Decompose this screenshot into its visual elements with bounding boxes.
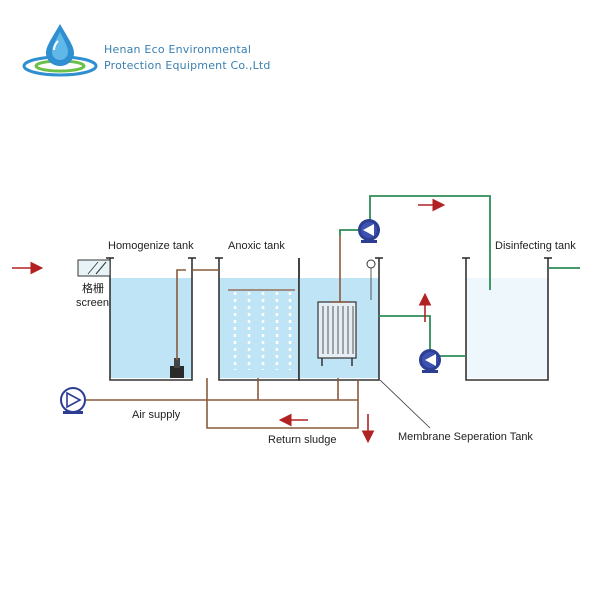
anoxic-tank — [215, 257, 300, 381]
company-name: Henan Eco Environmental Protection Equip… — [104, 42, 271, 74]
flow-arrows — [12, 198, 446, 444]
lift-pump-icon — [170, 358, 184, 378]
disinfecting-tank — [462, 257, 552, 381]
anoxic-tank-label: Anoxic tank — [228, 240, 285, 252]
disinfecting-tank-label: Disinfecting tank — [495, 240, 576, 252]
membrane-tank-label: Membrane Seperation Tank — [398, 431, 533, 443]
screen-cn-label: 格栅 — [82, 281, 104, 295]
brown-pipes — [86, 236, 359, 429]
air-blower-icon — [60, 387, 86, 414]
water-drop-logo-icon — [22, 24, 98, 77]
screen — [77, 259, 111, 277]
effluent-pump-icon — [419, 349, 441, 373]
membrane-tank — [298, 257, 383, 381]
homogenize-tank — [106, 257, 196, 381]
company-name-line1: Henan Eco Environmental — [104, 43, 252, 56]
company-name-line2: Protection Equipment Co.,Ltd — [104, 59, 271, 72]
mixer-diffusers-icon — [228, 289, 295, 370]
membrane-module-icon — [317, 301, 357, 366]
return-sludge-label: Return sludge — [268, 434, 337, 446]
screen-en-label: screen — [76, 297, 109, 309]
level-sensor-icon — [366, 259, 376, 300]
homogenize-tank-label: Homogenize tank — [108, 240, 194, 252]
permeate-pump-icon — [358, 219, 380, 243]
air-supply-label: Air supply — [132, 409, 181, 421]
membrane-label-leader — [379, 379, 431, 429]
